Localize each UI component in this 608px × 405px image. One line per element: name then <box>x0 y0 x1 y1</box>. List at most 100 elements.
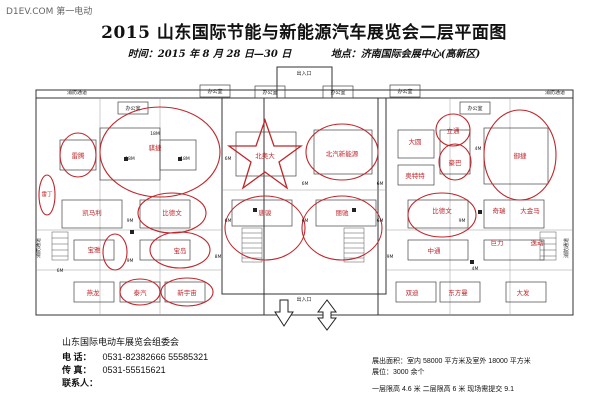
booth-label: 巨力 <box>491 238 504 247</box>
size-marker: 8M <box>215 254 222 260</box>
phone-value: 0531-82382666 55585321 <box>102 352 209 362</box>
building-outline <box>35 66 574 316</box>
size-marker: 6M <box>57 268 64 274</box>
booth-label: 大金马 <box>520 206 540 215</box>
booth-circle <box>102 233 128 271</box>
office-label: 办公室 <box>397 88 412 95</box>
office-label: 办公室 <box>125 105 140 112</box>
size-marker: 4M <box>475 146 482 152</box>
star-icon <box>227 118 303 190</box>
booth-label: 御捷 <box>514 151 528 160</box>
office-label: 办公室 <box>262 89 277 96</box>
pillars <box>124 157 482 264</box>
size-marker: 6M <box>302 218 309 224</box>
booth-label: 丽驰 <box>336 208 350 217</box>
booth-circle <box>305 123 379 181</box>
office-label: 办公室 <box>207 88 222 95</box>
size-marker: 6M <box>377 218 384 224</box>
booth-circle <box>149 231 211 269</box>
size-marker: 18M <box>125 156 135 162</box>
exit-label: 消防通道 <box>67 89 87 96</box>
arrow-down-icon <box>274 299 294 327</box>
booth-circle <box>119 278 161 306</box>
size-marker: 6M <box>302 181 309 187</box>
size-marker: 6M <box>377 181 384 187</box>
exit-label: 消防通道 <box>35 238 42 258</box>
fax-label: 传 真： <box>62 365 92 375</box>
size-marker: 9M <box>387 254 394 260</box>
booth-circle <box>59 132 97 178</box>
booth-highlights <box>38 106 557 307</box>
contact-info: 山东国际电动车展览会组委会 电 话： 0531-82382666 5558532… <box>62 336 208 390</box>
contact-row: 联系人： <box>62 377 208 390</box>
booth-label: 大圆 <box>409 137 422 146</box>
booth-label: 凯马利 <box>82 208 102 217</box>
exit-label: 消防通道 <box>563 238 570 258</box>
booth-label: 逸动 <box>531 238 545 247</box>
booth-label: 豪巴 <box>449 158 463 167</box>
exits: 消防通道 消防通道 消防通道 消防通道 出入口 出入口 <box>35 70 570 303</box>
booth-circle <box>483 109 557 201</box>
organizer: 山东国际电动车展览会组委会 <box>62 337 180 347</box>
booth-label: 泰汽 <box>134 288 148 297</box>
office-rooms: 办公室 办公室 办公室 办公室 办公室 办公室 <box>117 84 491 115</box>
booth-label: 雷腾 <box>72 151 86 160</box>
booth-label: 双迪 <box>406 288 420 297</box>
booth-circle <box>160 277 214 307</box>
exhibition-area: 展出面积：室内 58000 平方米及室外 18000 平方米 <box>372 358 531 365</box>
size-marker: 18M <box>150 131 160 137</box>
booth-label: 东方曼 <box>448 288 468 297</box>
booth-label: 立通 <box>447 126 461 135</box>
booth-label: 北奥大 <box>255 151 275 160</box>
booth-label: 奥特特 <box>405 171 425 180</box>
booth-label: 比德文 <box>162 208 182 217</box>
booth-label: 中通 <box>428 246 442 255</box>
booth-circle <box>435 113 471 147</box>
entrance-arrows <box>274 299 337 331</box>
booth-label: 大发 <box>517 288 531 297</box>
stairs <box>51 227 557 263</box>
office-label: 办公室 <box>467 105 482 112</box>
subtitle: 时间：2015 年 8 月 28 日—30 日 地点：济南国际会展中心(高新区) <box>0 45 608 60</box>
size-marker: 9M <box>127 258 134 264</box>
event-venue: 地点：济南国际会展中心(高新区) <box>330 49 481 60</box>
size-marker: 9M <box>459 218 466 224</box>
fax-row: 传 真： 0531-55515621 <box>62 364 208 377</box>
booth-label: 比德文 <box>432 206 452 215</box>
arrow-updown-icon <box>317 299 337 331</box>
contact-label: 联系人： <box>62 378 99 388</box>
booth-circle <box>407 192 477 238</box>
booth-label: 宝雅 <box>88 245 102 254</box>
entrance-bottom-label: 出入口 <box>296 296 311 303</box>
booth-label: 雷丁 <box>41 191 53 198</box>
size-marker: 9M <box>127 218 134 224</box>
booth-count: 展位：3000 余个 <box>372 369 425 376</box>
booth-label: 骐捷 <box>149 143 163 152</box>
phone-label: 电 话： <box>62 352 92 362</box>
height-limits: 一层限高 4.6 米 二层限高 6 米 现场需提交 9.1 <box>372 386 514 393</box>
booth-circle <box>224 195 306 261</box>
page-title: 2015 山东国际节能与新能源汽车展览会二层平面图 <box>101 23 507 43</box>
size-markers: 18M 18M 18M 6M 6M 6M 4M 9M 6M 6M 6M 9M 4… <box>57 131 482 274</box>
booth-label: 新宇宙 <box>177 288 197 297</box>
fax-value: 0531-55515621 <box>102 365 166 375</box>
size-marker: 4M <box>472 266 479 272</box>
size-marker: 6M <box>225 218 232 224</box>
exit-label: 消防通道 <box>545 89 565 96</box>
booth-label: 唐骏 <box>259 208 273 217</box>
booth-circle <box>38 174 56 216</box>
booth-blocks <box>59 127 549 303</box>
booth-label: 北汽新能源 <box>326 149 359 158</box>
watermark: D1EV.COM 第一电动 <box>6 7 93 17</box>
booth-labels: 雷腾 骐捷 北奥大 北汽新能源 立通 大圆 豪巴 奥特特 御捷 雷丁 凯马利 比… <box>41 126 544 297</box>
booth-label: 燕龙 <box>87 288 101 297</box>
size-marker: 18M <box>180 156 190 162</box>
booth-circle <box>438 143 472 181</box>
booth-circle <box>99 106 221 198</box>
exhibition-facts: 展出面积：室内 58000 平方米及室外 18000 平方米 展位：3000 余… <box>372 356 531 395</box>
office-label: 办公室 <box>330 89 345 96</box>
size-marker: 6M <box>225 156 232 162</box>
entrance-top-label: 出入口 <box>296 70 311 77</box>
phone-row: 电 话： 0531-82382666 55585321 <box>62 351 208 364</box>
event-time: 时间：2015 年 8 月 28 日—30 日 <box>127 49 292 60</box>
